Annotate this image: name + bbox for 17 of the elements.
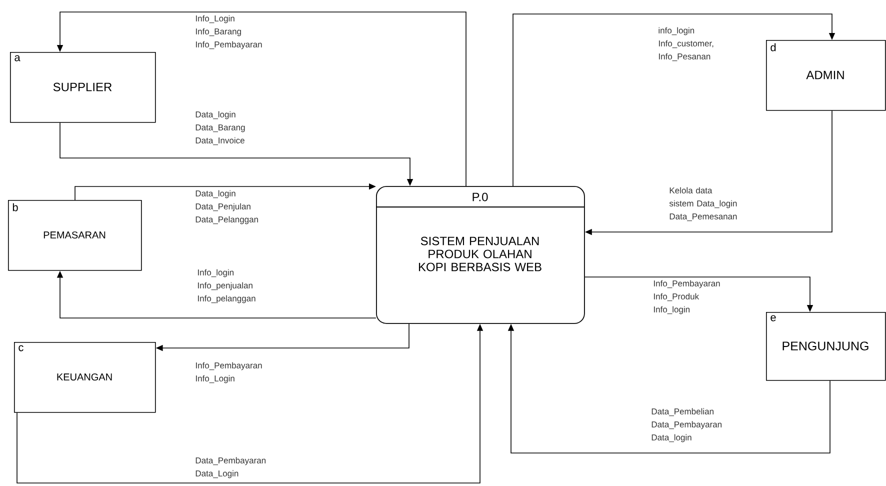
edge-label: Info_Pembayaran Info_Produk Info_login	[654, 280, 720, 314]
entity-box: d ADMIN	[766, 40, 886, 111]
edge-label: Data_Pembayaran Data_Login	[196, 457, 266, 478]
process-box: P.0 SISTEM PENJUALAN PRODUK OLAHAN KOPI BERBASIS WEB	[376, 186, 585, 324]
entity-box: b PEMASARAN	[8, 200, 142, 271]
entity-box: c KEUANGAN	[14, 342, 156, 413]
entity-box: e PENGUNJUNG	[766, 312, 886, 381]
edge-label: Info_login Info_penjualan Info_pelanggan	[198, 269, 256, 304]
edge-label: info_login Info_customer, Info_Pesanan	[658, 27, 714, 62]
edge-label: Info_Login Info_Barang Info_Pembayaran	[196, 15, 262, 50]
edge-label: Kelola data sistem Data_login Data_Pemesanan	[669, 187, 737, 222]
edge-label: Data_Pembelian Data_Pembayaran Data_login	[652, 408, 722, 442]
edge-label: Info_Pembayaran Info_Login	[196, 362, 262, 384]
arrow	[512, 14, 836, 186]
entity-box: a SUPPLIER	[10, 52, 156, 123]
edge-label: Data_login Data_Penjulan Data_Pelanggan	[196, 190, 258, 224]
edge-label: Data_login Data_Barang Data_Invoice	[196, 111, 245, 146]
